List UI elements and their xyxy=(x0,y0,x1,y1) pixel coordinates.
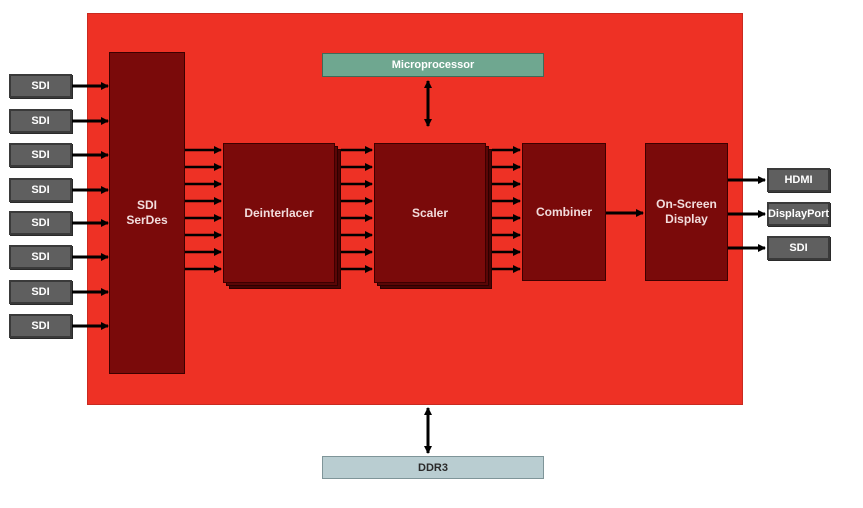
sdi-input-6: SDI xyxy=(9,245,72,269)
hdmi-output: HDMI xyxy=(767,168,830,192)
serdes-label-line2: SerDes xyxy=(126,213,168,227)
displayport-output: DisplayPort xyxy=(767,202,830,226)
sdi-input-7: SDI xyxy=(9,280,72,304)
ddr3-block: DDR3 xyxy=(322,456,544,479)
scaler-to-combiner-arrows xyxy=(492,146,521,273)
sdi-serdes-block: SDI SerDes xyxy=(109,52,185,374)
scaler-block: Scaler xyxy=(374,143,486,283)
serdes-to-deinterlacer-arrows xyxy=(185,146,222,273)
serdes-label-line1: SDI xyxy=(136,198,157,212)
combiner-block: Combiner xyxy=(522,143,606,281)
sdi-input-5: SDI xyxy=(9,211,72,235)
osd-label-line2: Display xyxy=(665,212,708,226)
deinterlacer-block: Deinterlacer xyxy=(223,143,335,283)
sdi-input-8: SDI xyxy=(9,314,72,338)
sdi-output: SDI xyxy=(767,236,830,260)
deinterlacer-to-scaler-arrows xyxy=(341,146,373,273)
microprocessor-block: Microprocessor xyxy=(322,53,544,77)
sdi-input-4: SDI xyxy=(9,178,72,202)
osd-label-line1: On-Screen xyxy=(656,197,717,211)
sdi-input-3: SDI xyxy=(9,143,72,167)
sdi-input-2: SDI xyxy=(9,109,72,133)
sdi-input-1: SDI xyxy=(9,74,72,98)
on-screen-display-block: On-Screen Display xyxy=(645,143,728,281)
